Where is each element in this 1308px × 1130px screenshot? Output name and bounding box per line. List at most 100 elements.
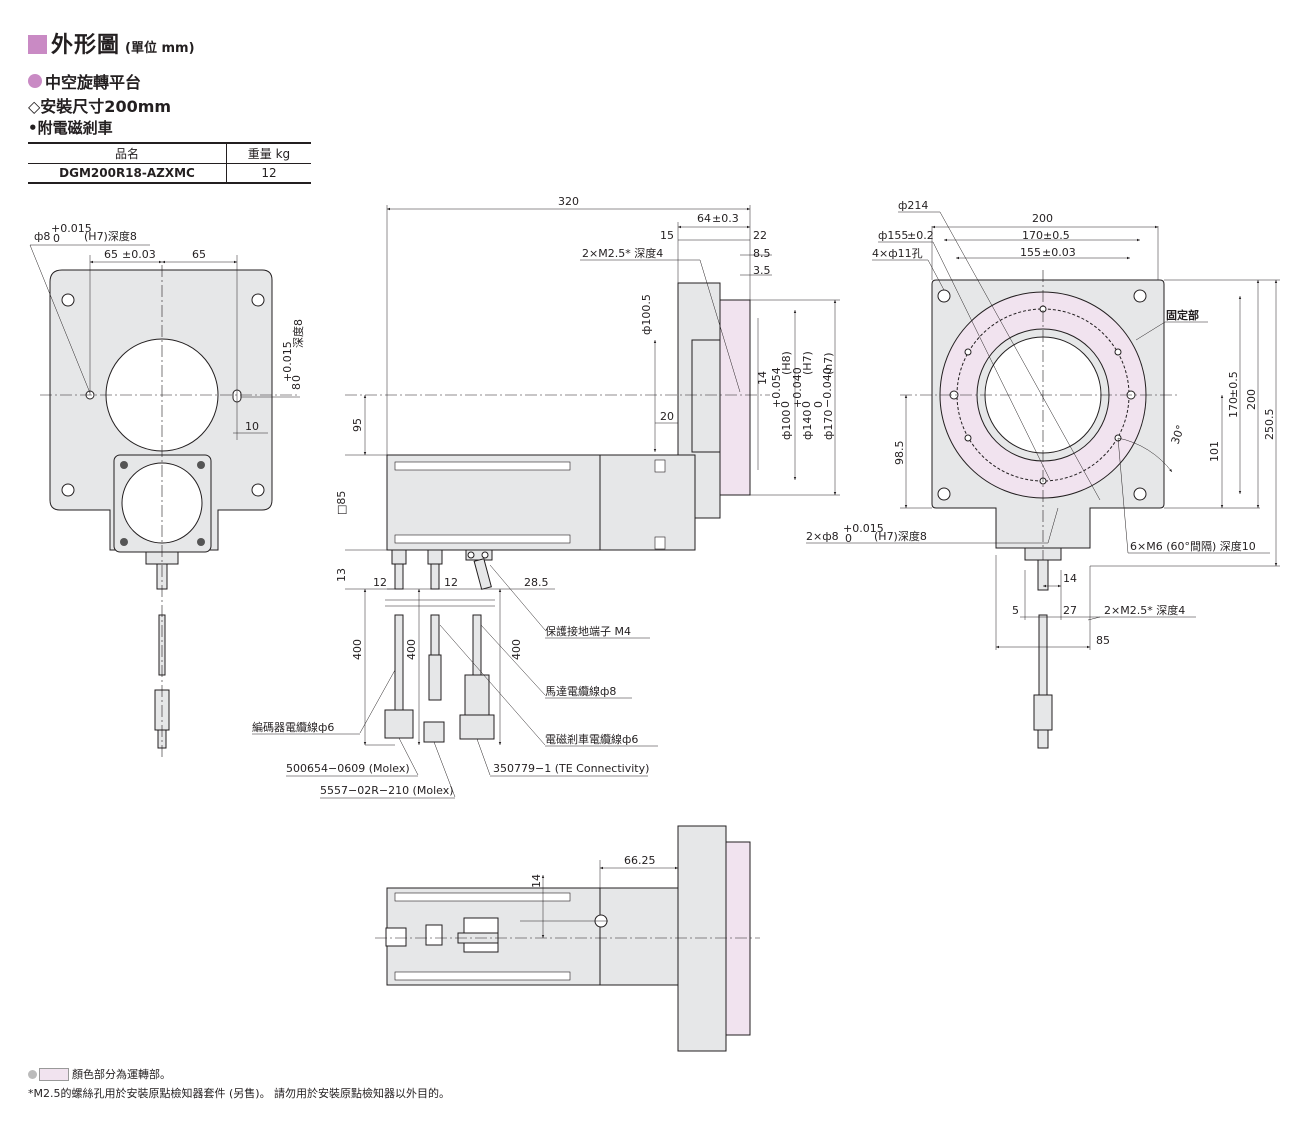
label-22: 22: [753, 229, 767, 242]
col-weight: 重量 kg: [226, 142, 311, 164]
label-5: 5: [1012, 604, 1019, 617]
label-140-h7-fit: (H7): [801, 351, 814, 375]
label-85: 85: [1096, 634, 1110, 647]
rear-view-labels: ф8 +0.015 0 (H7)深度8 65 ±0.03 65 10 8 +0.…: [34, 222, 305, 433]
product-category: 中空旋轉平台: [28, 69, 141, 93]
label-20: 20: [660, 410, 674, 423]
label-fixed-part: 固定部: [1166, 308, 1199, 322]
label-left-hole: ф8: [34, 230, 50, 243]
cell-weight: 12: [226, 163, 311, 184]
label-conn3: 350779−1 (TE Connectivity): [493, 762, 649, 775]
label-brake-cable: 電磁剎車電纜線ф6: [545, 732, 638, 746]
label-10: 10: [245, 420, 259, 433]
col-name: 品名: [28, 142, 227, 164]
label-v200: 200: [1245, 389, 1258, 410]
top-view: [375, 825, 760, 1052]
label-400-b: 400: [405, 639, 418, 660]
label-right-hole-tol-lo: 0: [290, 375, 303, 382]
label-64: 64: [697, 212, 711, 225]
unit-label: (單位 mm): [125, 41, 195, 56]
label-66-25: 66.25: [624, 854, 656, 867]
label-100-h8-tu: +0.054: [770, 367, 783, 408]
label-motor-cable: 馬達電纜線ф8: [545, 684, 616, 698]
label-100-5: ф100.5: [640, 294, 653, 335]
label-3-5: 3.5: [753, 264, 771, 277]
legend-swatch: [39, 1067, 69, 1081]
label-320: 320: [558, 195, 579, 208]
label-v98-5: 98.5: [893, 441, 906, 466]
label-right-hole-tol-up: +0.015: [281, 341, 294, 382]
label-155-03-sfx: ±0.03: [1042, 246, 1076, 259]
category-label: 中空旋轉平台: [45, 73, 142, 92]
label-8-5: 8.5: [753, 247, 771, 260]
label-v250-5: 250.5: [1263, 409, 1276, 441]
label-170-05-sfx: ±0.5: [1043, 229, 1070, 242]
front-view-labels: ф214 200 ф155 ±0.2 170 ±0.5 4×ф11孔 155 ±…: [806, 199, 1276, 647]
label-left-hole-suffix: (H7)深度8: [84, 229, 137, 243]
label-100-h8-tl: 0: [779, 401, 792, 408]
page-title: 外形圖: [51, 33, 121, 58]
label-bot-hole-tl: 0: [845, 532, 852, 545]
note-m25: *M2.5的螺絲孔用於安裝原點檢知器套件 (另售)。 請勿用於安裝原點檢知器以外…: [28, 1087, 451, 1100]
label-64-sfx: ±0.3: [712, 212, 739, 225]
header-square-icon: [28, 35, 47, 54]
label-15: 15: [660, 229, 674, 242]
label-sq85: □85: [335, 491, 348, 515]
label-conn2: 5557−02R−210 (Molex): [320, 784, 454, 797]
header: 外形圖 (單位 mm): [28, 27, 195, 59]
brake-option: •附電磁剎車: [28, 119, 113, 137]
label-12-a: 12: [373, 576, 387, 589]
label-27: 27: [1063, 604, 1077, 617]
label-bot-hole-sfx: (H7)深度8: [874, 529, 927, 543]
label-conn1: 500654−0609 (Molex): [286, 762, 410, 775]
label-30deg: 30°: [1169, 423, 1188, 446]
label-14-b: 14: [530, 874, 543, 888]
label-140-h7-tu: +0.040: [791, 367, 804, 408]
label-95: 95: [351, 418, 364, 432]
label-170-05: 170: [1022, 229, 1043, 242]
label-left-hole-tol-up: +0.015: [51, 222, 92, 235]
label-left-hole-tol-lo: 0: [53, 232, 60, 245]
label-155-02-sfx: ±0.2: [907, 229, 934, 242]
legend-dot-icon: [28, 1069, 37, 1079]
label-170-h7-tu: 0: [812, 401, 825, 408]
table-row: DGM200R18-AZXMC 12: [28, 163, 311, 184]
label-v101: 101: [1208, 441, 1221, 462]
label-65-tol-sfx: ±0.03: [122, 248, 156, 261]
side-view-labels: 320 64 ±0.3 15 22 8.5 3.5 2×M2.5* 深度4 ф1…: [252, 195, 835, 797]
label-155-03: 155: [1020, 246, 1041, 259]
label-14-r: 14: [1063, 572, 1077, 585]
label-encoder-cable: 編碼器電纜線ф6: [252, 720, 334, 734]
label-12-b: 12: [444, 576, 458, 589]
note-color-text: 顏色部分為運轉部。: [72, 1068, 171, 1081]
front-view: [806, 211, 1280, 749]
rear-view: [29, 244, 300, 760]
label-400-c: 400: [510, 639, 523, 660]
label-right-hole-suffix: 深度8: [291, 319, 305, 348]
label-200: 200: [1032, 212, 1053, 225]
bullet-dot-icon: [28, 74, 42, 88]
label-ground: 保護接地端子 M4: [545, 624, 631, 638]
label-m6: 6×M6 (60°間隔) 深度10: [1130, 539, 1256, 553]
label-bot-hole-tu: +0.015: [843, 522, 884, 535]
label-155-02: ф155: [878, 229, 908, 242]
label-v170-sfx: ±0.5: [1227, 371, 1240, 398]
label-170-h7-tl: −0.040: [821, 367, 834, 408]
label-14-v: 14: [756, 371, 769, 385]
label-m25-depth4: 2×M2.5* 深度4: [582, 246, 663, 260]
label-bot-hole: 2×ф8: [806, 530, 839, 543]
label-214: ф214: [898, 199, 928, 212]
label-100-h8-fit: (H8): [780, 351, 793, 375]
top-view-labels: 66.25 14: [530, 854, 656, 888]
label-140-h7-tl: 0: [800, 401, 813, 408]
cell-model: DGM200R18-AZXMC: [28, 163, 227, 184]
label-28-5: 28.5: [524, 576, 549, 589]
label-65: 65: [192, 248, 206, 261]
label-13: 13: [335, 568, 348, 582]
label-400-a: 400: [351, 639, 364, 660]
spec-table: 品名 重量 kg DGM200R18-AZXMC 12: [28, 142, 311, 184]
label-140-h7: ф140: [801, 410, 814, 440]
label-170-h7-fit: (h7): [822, 352, 835, 375]
side-view: [252, 205, 840, 799]
